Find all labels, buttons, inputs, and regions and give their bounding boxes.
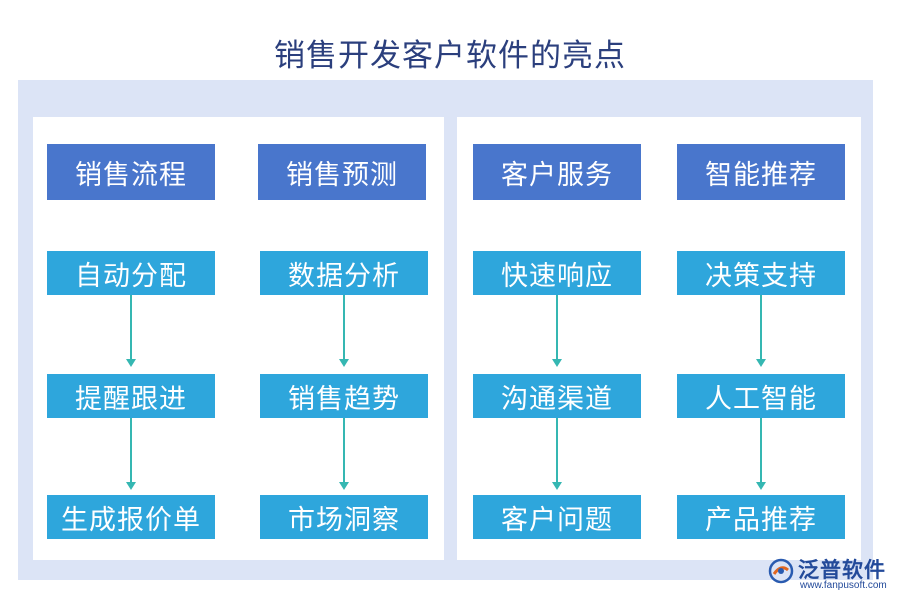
column-4-item-1: 决策支持 — [677, 251, 845, 295]
arrow-down-icon — [756, 295, 766, 367]
brand-url: www.fanpusoft.com — [800, 580, 887, 591]
arrow-down-icon — [552, 418, 562, 490]
brand-name: 泛普软件 — [798, 558, 886, 582]
column-1-header: 销售流程 — [47, 144, 215, 200]
column-3-header: 客户服务 — [473, 144, 641, 200]
column-4-header: 智能推荐 — [677, 144, 845, 200]
column-3-item-1: 快速响应 — [473, 251, 641, 295]
column-2-item-1: 数据分析 — [260, 251, 428, 295]
arrow-down-icon — [126, 295, 136, 367]
column-2-item-3: 市场洞察 — [260, 495, 428, 539]
arrow-down-icon — [552, 295, 562, 367]
brand-logo-icon — [768, 558, 794, 584]
column-4-item-3: 产品推荐 — [677, 495, 845, 539]
column-1-item-3: 生成报价单 — [47, 495, 215, 539]
arrow-down-icon — [126, 418, 136, 490]
column-3-item-2: 沟通渠道 — [473, 374, 641, 418]
column-1-item-2: 提醒跟进 — [47, 374, 215, 418]
column-2-header: 销售预测 — [258, 144, 426, 200]
brand-watermark: 泛普软件 www.fanpusoft.com — [768, 554, 890, 594]
column-1-item-1: 自动分配 — [47, 251, 215, 295]
column-3-item-3: 客户问题 — [473, 495, 641, 539]
arrow-down-icon — [339, 418, 349, 490]
arrow-down-icon — [339, 295, 349, 367]
page-title: 销售开发客户软件的亮点 — [274, 38, 626, 74]
column-2-item-2: 销售趋势 — [260, 374, 428, 418]
column-4-item-2: 人工智能 — [677, 374, 845, 418]
arrow-down-icon — [756, 418, 766, 490]
